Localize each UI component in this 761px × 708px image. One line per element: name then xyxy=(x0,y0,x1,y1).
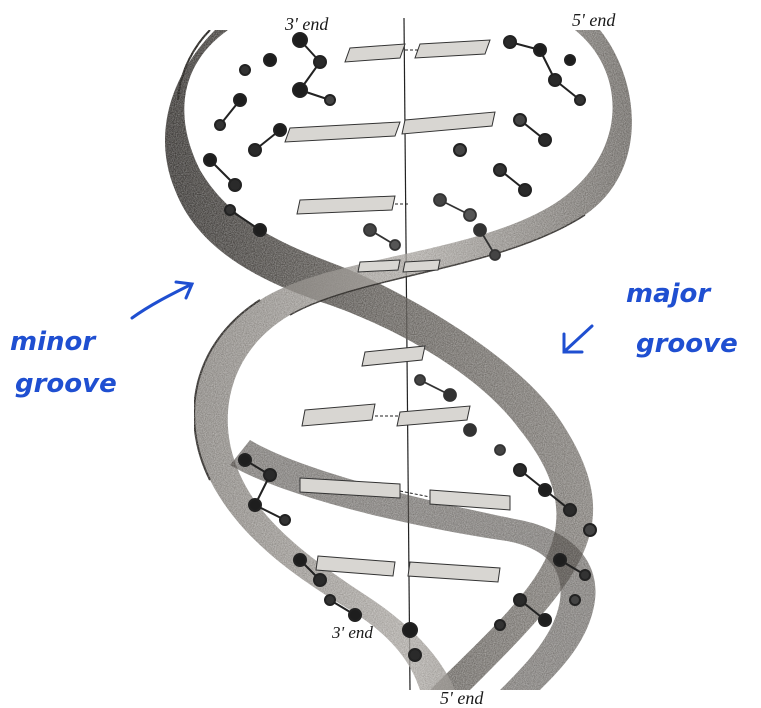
end-label-5prime-bottom: 5' end xyxy=(440,688,484,708)
base-pair xyxy=(345,40,490,62)
minor-groove-label-line1: minor xyxy=(10,327,97,357)
end-label-5prime-top: 5' end xyxy=(572,10,616,30)
minor-groove-annotation: minor groove xyxy=(10,282,192,399)
base-pair xyxy=(302,404,470,426)
end-label-3prime-top: 3' end xyxy=(284,14,329,34)
base-pair xyxy=(362,346,425,366)
base-pair xyxy=(316,556,500,582)
major-groove-annotation: major groove xyxy=(564,279,738,359)
major-groove-label-line1: major xyxy=(626,279,712,309)
base-pair xyxy=(285,112,495,142)
minor-groove-label-line2: groove xyxy=(15,369,117,399)
base-pair xyxy=(297,196,410,214)
end-label-3prime-bottom: 3' end xyxy=(331,623,373,642)
major-groove-label-line2: groove xyxy=(636,329,738,359)
major-groove-arrow xyxy=(564,326,592,352)
minor-groove-arrow xyxy=(132,282,192,318)
